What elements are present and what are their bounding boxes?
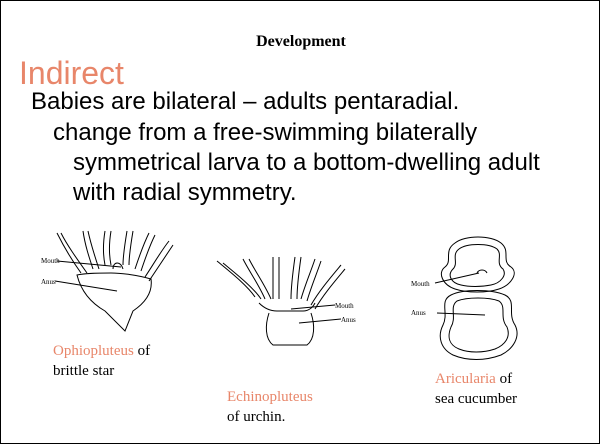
ophiopluteus-illustration: Mouth Anus [41,229,181,334]
fig1-caption-of: of [134,343,150,359]
fig3-caption-line2: sea cucumber [435,391,517,407]
fig3-mouth-label: Mouth [411,280,430,288]
fig3-caption-of: of [496,371,512,387]
fig2-caption: Echinopluteus of urchin. [227,387,313,427]
fig1-caption: Ophiopluteus of brittle star [53,341,150,381]
fig2-mouth-label: Mouth [335,302,354,310]
fig1-caption-line2: brittle star [53,363,114,379]
fig1-anus-label: Anus [41,278,56,286]
fig1-caption-name: Ophiopluteus [53,343,134,359]
fig2-caption-name: Echinopluteus [227,389,313,405]
echinopluteus-illustration: Mouth Anus [207,255,367,365]
fig3-anus-label: Anus [411,309,426,317]
body-line-3: symmetrical larva to a bottom-dwelling a… [53,148,573,178]
body-line-4: with radial symmetry. [53,178,573,208]
slide-title: Development [1,33,600,51]
body-paragraph: change from a free-swimming bilaterally … [53,118,573,208]
fig3-caption: Aricularia of sea cucumber [435,369,517,409]
fig2-anus-label: Anus [341,316,356,324]
fig1-mouth-label: Mouth [41,257,60,265]
fig2-caption-line2: of urchin. [227,409,285,425]
body-line-1: Babies are bilateral – adults pentaradia… [31,89,459,115]
fig3-caption-name: Aricularia [435,371,496,387]
section-heading: Indirect [19,57,124,89]
aricularia-illustration: Mouth Anus [411,233,541,365]
body-line-2: change from a free-swimming bilaterally [53,118,573,148]
